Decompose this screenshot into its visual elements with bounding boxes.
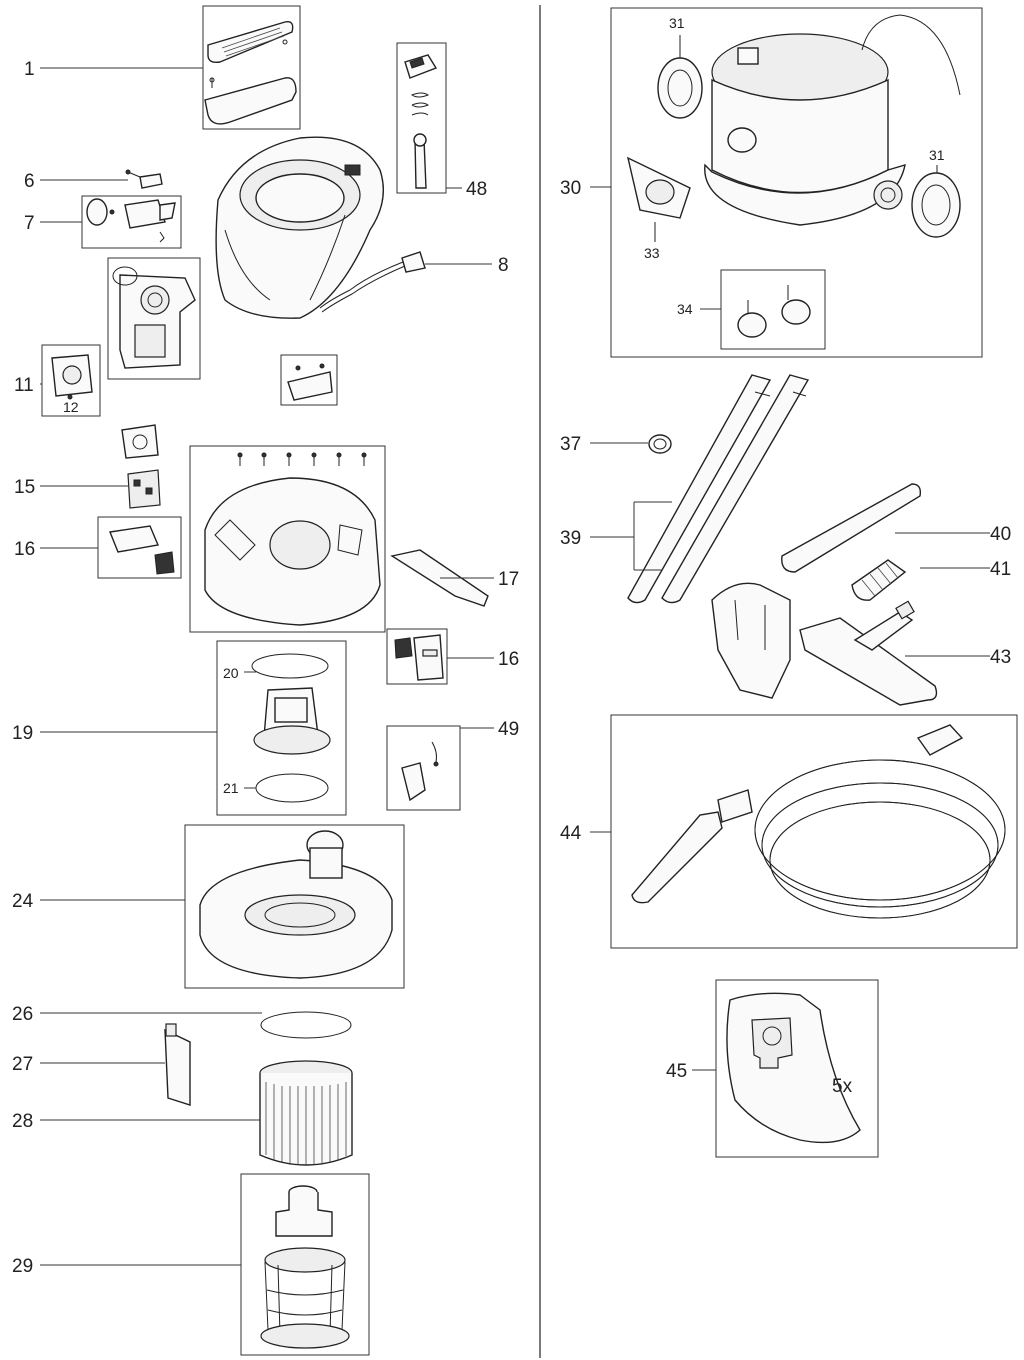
label-16-left: 16 — [14, 539, 35, 560]
label-44: 44 — [560, 823, 582, 844]
side-panel — [107, 257, 201, 380]
label-49: 49 — [498, 719, 519, 740]
part-31-wheel-top — [657, 35, 703, 119]
part-40-crevice-nozzle — [781, 483, 922, 573]
label-31-right: 31 — [929, 147, 945, 163]
part-45-filter-bag: 5x — [715, 979, 879, 1158]
part-43-floor-nozzle — [799, 600, 938, 706]
part-34-castors — [720, 269, 826, 350]
part-8-power-cord — [319, 251, 426, 313]
label-39: 39 — [560, 528, 581, 549]
label-26: 26 — [12, 1004, 33, 1025]
label-45: 45 — [666, 1061, 687, 1082]
label-41: 41 — [990, 559, 1011, 580]
motor-housing — [189, 445, 386, 633]
top-cover — [215, 136, 385, 319]
part-31-wheel-right — [911, 165, 961, 238]
part-24-lower-housing — [184, 824, 405, 989]
part-48-switch — [396, 42, 447, 194]
part-28-cartridge-filter — [259, 1060, 353, 1166]
label-43: 43 — [990, 647, 1011, 668]
part-16-cover-right — [386, 628, 448, 685]
label-15: 15 — [14, 477, 35, 498]
label-31-top: 31 — [669, 15, 685, 31]
part-37-clip — [648, 434, 672, 454]
part-19-motor — [216, 640, 347, 816]
label-33: 33 — [644, 245, 660, 261]
label-34: 34 — [677, 301, 693, 317]
part-33-hose-inlet — [626, 156, 691, 242]
label-29: 29 — [12, 1256, 33, 1277]
part-7-switch-knob — [81, 195, 182, 249]
label-24: 24 — [12, 891, 34, 912]
accessory-holder — [711, 582, 791, 699]
label-37: 37 — [560, 434, 581, 455]
part-27-flap — [164, 1023, 191, 1106]
label-48: 48 — [466, 179, 487, 200]
label-12: 12 — [63, 399, 79, 415]
part-41-adapter — [851, 559, 907, 601]
bag-quantity: 5x — [832, 1076, 853, 1097]
label-1: 1 — [24, 59, 35, 80]
part-15-pcb — [121, 424, 161, 509]
label-19: 19 — [12, 723, 33, 744]
label-20: 20 — [223, 665, 239, 681]
label-7: 7 — [24, 213, 35, 234]
part-16-cover-left — [97, 516, 182, 579]
part-49-latch — [386, 725, 461, 811]
label-21: 21 — [223, 780, 239, 796]
label-28: 28 — [12, 1111, 33, 1132]
label-11: 11 — [14, 375, 34, 396]
part-11-bracket — [41, 344, 101, 417]
label-40: 40 — [990, 524, 1011, 545]
part-39-suction-tubes — [627, 374, 810, 604]
label-6: 6 — [24, 171, 35, 192]
hinge-bracket — [280, 354, 338, 406]
part-26-gasket — [260, 1011, 352, 1039]
label-27: 27 — [12, 1054, 33, 1075]
part-6-clip — [125, 169, 163, 189]
label-16-right: 16 — [498, 649, 519, 670]
label-30: 30 — [560, 178, 581, 199]
label-17: 17 — [498, 569, 519, 590]
part-1-handle — [202, 5, 301, 130]
part-29-float-cage — [240, 1173, 370, 1356]
part-44-suction-hose — [610, 714, 1018, 949]
label-8: 8 — [498, 255, 509, 276]
part-30-container — [610, 7, 983, 358]
